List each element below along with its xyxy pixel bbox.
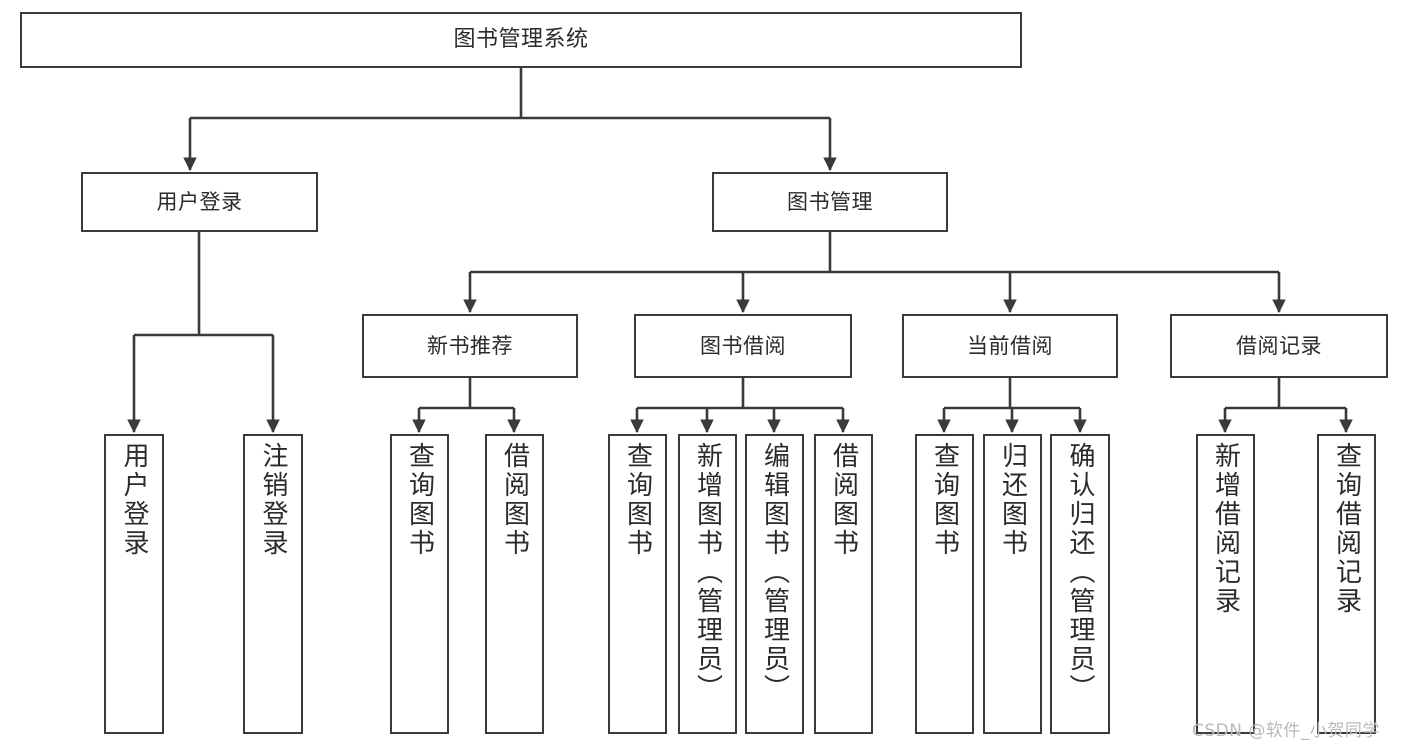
node-leaf-add-book-label: 新增图书（管理员） <box>692 442 723 703</box>
node-leaf-add-record[interactable]: 新增借阅记录 <box>1196 434 1255 734</box>
node-leaf-add-book[interactable]: 新增图书（管理员） <box>678 434 737 734</box>
node-leaf-logout-login[interactable]: 注销登录 <box>243 434 303 734</box>
node-user-login[interactable]: 用户登录 <box>81 172 318 232</box>
node-leaf-query-record[interactable]: 查询借阅记录 <box>1317 434 1376 734</box>
node-book-management[interactable]: 图书管理 <box>712 172 948 232</box>
node-current-borrow[interactable]: 当前借阅 <box>902 314 1118 378</box>
node-leaf-edit-book[interactable]: 编辑图书（管理员） <box>745 434 804 734</box>
node-leaf-confirm-return-label: 确认归还（管理员） <box>1065 442 1095 703</box>
node-user-login-label: 用户登录 <box>156 189 243 214</box>
node-leaf-return-book-label: 归还图书 <box>997 442 1028 558</box>
node-leaf-edit-book-label: 编辑图书（管理员） <box>759 442 790 703</box>
node-leaf-query-book-2[interactable]: 查询图书 <box>608 434 667 734</box>
node-root[interactable]: 图书管理系统 <box>20 12 1022 68</box>
node-book-management-label: 图书管理 <box>787 189 873 214</box>
node-leaf-borrow-book-2-label: 借阅图书 <box>828 442 859 558</box>
node-book-borrow[interactable]: 图书借阅 <box>634 314 852 378</box>
node-root-label: 图书管理系统 <box>453 27 589 53</box>
node-leaf-add-record-label: 新增借阅记录 <box>1210 442 1241 616</box>
node-leaf-query-book-1[interactable]: 查询图书 <box>390 434 449 734</box>
node-current-borrow-label: 当前借阅 <box>967 333 1053 358</box>
node-leaf-logout-login-label: 注销登录 <box>258 442 288 558</box>
node-leaf-query-book-3[interactable]: 查询图书 <box>915 434 974 734</box>
node-leaf-user-login[interactable]: 用户登录 <box>104 434 164 734</box>
node-leaf-return-book[interactable]: 归还图书 <box>983 434 1042 734</box>
node-leaf-borrow-book-1[interactable]: 借阅图书 <box>485 434 544 734</box>
node-leaf-borrow-book-1-label: 借阅图书 <box>499 442 530 558</box>
node-leaf-borrow-book-2[interactable]: 借阅图书 <box>814 434 873 734</box>
node-book-borrow-label: 图书借阅 <box>700 333 786 358</box>
node-leaf-query-book-1-label: 查询图书 <box>404 442 435 558</box>
node-leaf-confirm-return[interactable]: 确认归还（管理员） <box>1050 434 1110 734</box>
node-borrow-record[interactable]: 借阅记录 <box>1170 314 1388 378</box>
node-leaf-query-record-label: 查询借阅记录 <box>1331 442 1362 616</box>
node-new-book-recommend[interactable]: 新书推荐 <box>362 314 578 378</box>
node-borrow-record-label: 借阅记录 <box>1236 333 1322 358</box>
node-new-book-recommend-label: 新书推荐 <box>427 333 513 358</box>
csdn-watermark: CSDN @软件_小贺同学 <box>1192 721 1380 741</box>
node-leaf-user-login-label: 用户登录 <box>119 442 149 558</box>
node-leaf-query-book-3-label: 查询图书 <box>929 442 960 558</box>
node-leaf-query-book-2-label: 查询图书 <box>622 442 653 558</box>
